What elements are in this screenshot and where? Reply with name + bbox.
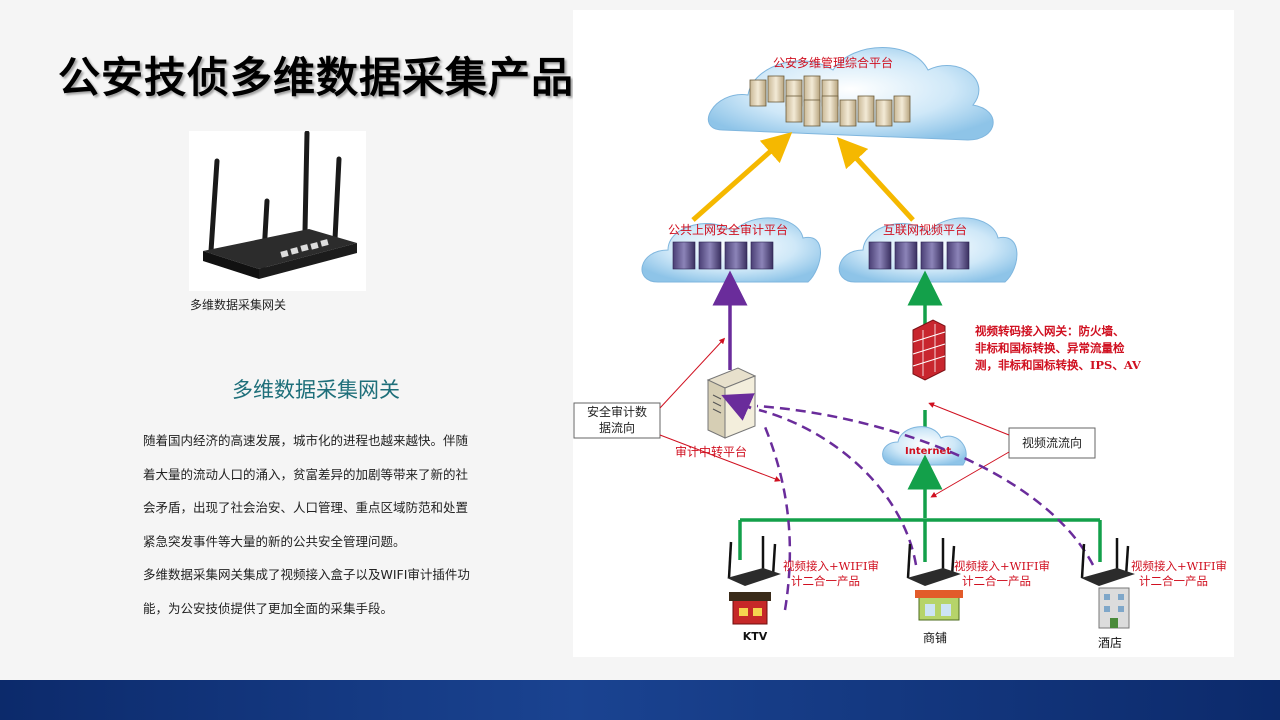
firewall-note-line: 非标和国标转换、异常流量检 <box>975 341 1125 355</box>
gateway-label-shop: 计二合一产品 <box>962 574 1031 588</box>
description-line: 着大量的流动人口的涌入，贫富差异的加剧等带来了新的社 <box>143 466 469 482</box>
purple-dashed-ktv <box>761 421 792 611</box>
gateway-router-shop <box>906 538 961 586</box>
gateway-label-hotel: 视频接入+WIFI审 <box>1131 559 1227 573</box>
description-line: 随着国内经济的高速发展，城市化的进程也越来越快。伴随 <box>143 433 469 448</box>
description-line: 紧急突发事件等大量的新的公共安全管理问题。 <box>143 533 406 549</box>
firewall-note-line: 视频转码接入网关：防火墙、 <box>975 324 1125 338</box>
site-label-shop: 商铺 <box>923 630 947 645</box>
router-caption: 多维数据采集网关 <box>190 298 287 312</box>
gateway-router-ktv <box>727 536 781 586</box>
architecture-diagram: 公安多维管理综合平台 公共上网安全审计平台 互联网视频平台 <box>573 10 1234 657</box>
purple-dashed-hotel <box>756 404 1095 566</box>
top-platform-cloud <box>707 47 994 141</box>
audit-flow-pointer-up <box>659 337 726 409</box>
yellow-arrow-right <box>836 136 915 222</box>
video-flow-pointer-down <box>930 451 1010 498</box>
yellow-arrow-left <box>691 132 793 222</box>
purple-arrowhead <box>721 393 755 421</box>
relay-platform-label: 审计中转平台 <box>675 444 747 459</box>
audit-platform-label: 公共上网安全审计平台 <box>668 222 788 237</box>
shop-building-icon <box>915 590 963 621</box>
purple-dashed-shop <box>758 408 918 566</box>
firewall-note-line: 测，非标和国标转换、IPS、AV <box>975 358 1142 372</box>
router-product-image <box>189 130 366 291</box>
internet-cloud <box>882 426 967 466</box>
audit-flow-pointer-down <box>659 434 781 482</box>
site-label-ktv: KTV <box>743 630 768 643</box>
description-text: 随着国内经济的高速发展，城市化的进程也越来越快。伴随 着大量的流动人口的涌入，贫… <box>143 424 518 625</box>
video-flow-box <box>1008 427 1096 459</box>
slide-title: 公安技侦多维数据采集产品 <box>58 53 575 102</box>
site-label-hotel: 酒店 <box>1098 636 1122 650</box>
video-platform-label: 互联网视频平台 <box>883 222 967 237</box>
gateway-label-ktv: 视频接入+WIFI审 <box>783 559 879 573</box>
hotel-building-icon <box>1098 587 1130 629</box>
ktv-building-icon <box>729 592 771 625</box>
relay-server-icon <box>706 367 757 439</box>
section-heading: 多维数据采集网关 <box>232 378 400 402</box>
top-platform-label: 公安多维管理综合平台 <box>773 55 893 70</box>
audit-flow-box <box>573 402 661 439</box>
gateway-router-hotel <box>1080 538 1135 586</box>
firewall-icon <box>912 319 946 381</box>
gateway-label-shop: 视频接入+WIFI审 <box>954 559 1050 573</box>
footer-bar <box>0 680 1280 720</box>
video-platform-cloud <box>838 217 1018 283</box>
audit-flow-text: 据流向 <box>599 420 635 435</box>
audit-platform-cloud <box>641 217 821 283</box>
description-line: 多维数据采集网关集成了视频接入盒子以及WIFI审计插件功 <box>143 567 470 582</box>
description-line: 会矛盾，出现了社会治安、人口管理、重点区域防范和处置 <box>143 500 469 515</box>
internet-label: Internet <box>905 446 951 457</box>
video-flow-pointer-up <box>928 402 1010 436</box>
description-line: 能，为公安技侦提供了更加全面的采集手段。 <box>143 600 394 616</box>
video-flow-text: 视频流流向 <box>1022 435 1082 450</box>
gateway-label-ktv: 计二合一产品 <box>791 574 860 588</box>
audit-flow-text: 安全审计数 <box>587 404 647 419</box>
gateway-label-hotel: 计二合一产品 <box>1139 574 1208 588</box>
